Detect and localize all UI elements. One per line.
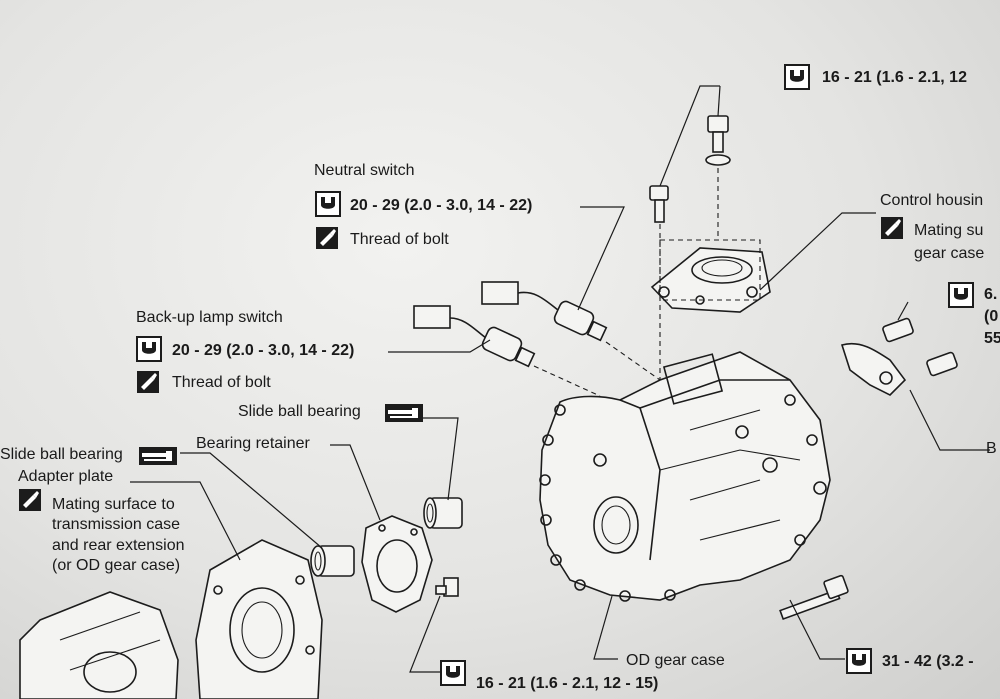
backup-torque-spec: 20 - 29 (2.0 - 3.0, 14 - 22): [172, 342, 355, 359]
right-bracket: [840, 317, 958, 396]
slide-ball-bearing-lower: [310, 545, 355, 577]
control-mating-note-1: Mating su: [914, 222, 984, 239]
control-mating-note-2: gear case: [914, 245, 985, 262]
right-torque-spec-1: 6.: [984, 286, 998, 303]
backup-lamp-switch: [413, 305, 601, 397]
od-gear-case: [539, 351, 831, 602]
sealant-tube-icon: [19, 489, 41, 511]
top-bolt-1: [705, 115, 731, 240]
torque-wrench-icon: [948, 282, 974, 308]
torque-wrench-icon: [315, 191, 341, 217]
control-housing-label: Control housin: [880, 192, 984, 209]
bottom-right-torque-spec: 31 - 42 (3.2 -: [882, 653, 974, 670]
neutral-switch-label: Neutral switch: [314, 162, 415, 179]
retainer-bolt: [435, 577, 459, 597]
slide-ball-bearing-label-upper: Slide ball bearing: [238, 403, 361, 420]
bearing-retainer: [361, 515, 433, 613]
od-gear-case-label: OD gear case: [626, 652, 725, 669]
adapter-mating-note-3: and rear extension: [52, 537, 185, 554]
bearing-retainer-label: Bearing retainer: [196, 435, 310, 452]
adapter-plate: [195, 539, 323, 699]
grease-icon: [139, 447, 177, 465]
torque-wrench-icon: [136, 336, 162, 362]
bottom-torque-spec: 16 - 21 (1.6 - 2.1, 12 - 15): [476, 675, 659, 692]
sealant-tube-icon: [881, 217, 903, 239]
adapter-mating-note-1: Mating surface to: [52, 496, 175, 513]
control-housing: [650, 239, 771, 313]
case-bolt: [779, 574, 849, 621]
backup-thread-note: Thread of bolt: [172, 374, 271, 391]
top-torque-spec: 16 - 21 (1.6 - 2.1, 12: [822, 69, 967, 86]
torque-wrench-icon: [784, 64, 810, 90]
sealant-tube-icon: [316, 227, 338, 249]
grease-icon: [385, 404, 423, 422]
slide-ball-bearing-upper: [423, 497, 463, 529]
top-bolt-2: [649, 185, 669, 380]
adapter-plate-label: Adapter plate: [18, 468, 114, 485]
transmission-case: [19, 591, 179, 699]
neutral-torque-spec: 20 - 29 (2.0 - 3.0, 14 - 22): [350, 197, 533, 214]
right-edge-label: B: [986, 440, 997, 457]
neutral-switch: [481, 281, 661, 381]
adapter-mating-note-4: (or OD gear case): [52, 557, 181, 574]
adapter-mating-note-2: transmission case: [52, 516, 181, 533]
backup-lamp-switch-label: Back-up lamp switch: [136, 309, 283, 326]
neutral-thread-note: Thread of bolt: [350, 231, 449, 248]
right-torque-spec-2: (0: [984, 308, 999, 325]
slide-ball-bearing-label-lower: Slide ball bearing: [0, 446, 123, 463]
torque-wrench-icon: [846, 648, 872, 674]
sealant-tube-icon: [137, 371, 159, 393]
leader-lines: [130, 85, 990, 673]
right-torque-spec-3: 55: [984, 330, 1000, 347]
torque-wrench-icon: [440, 660, 466, 686]
